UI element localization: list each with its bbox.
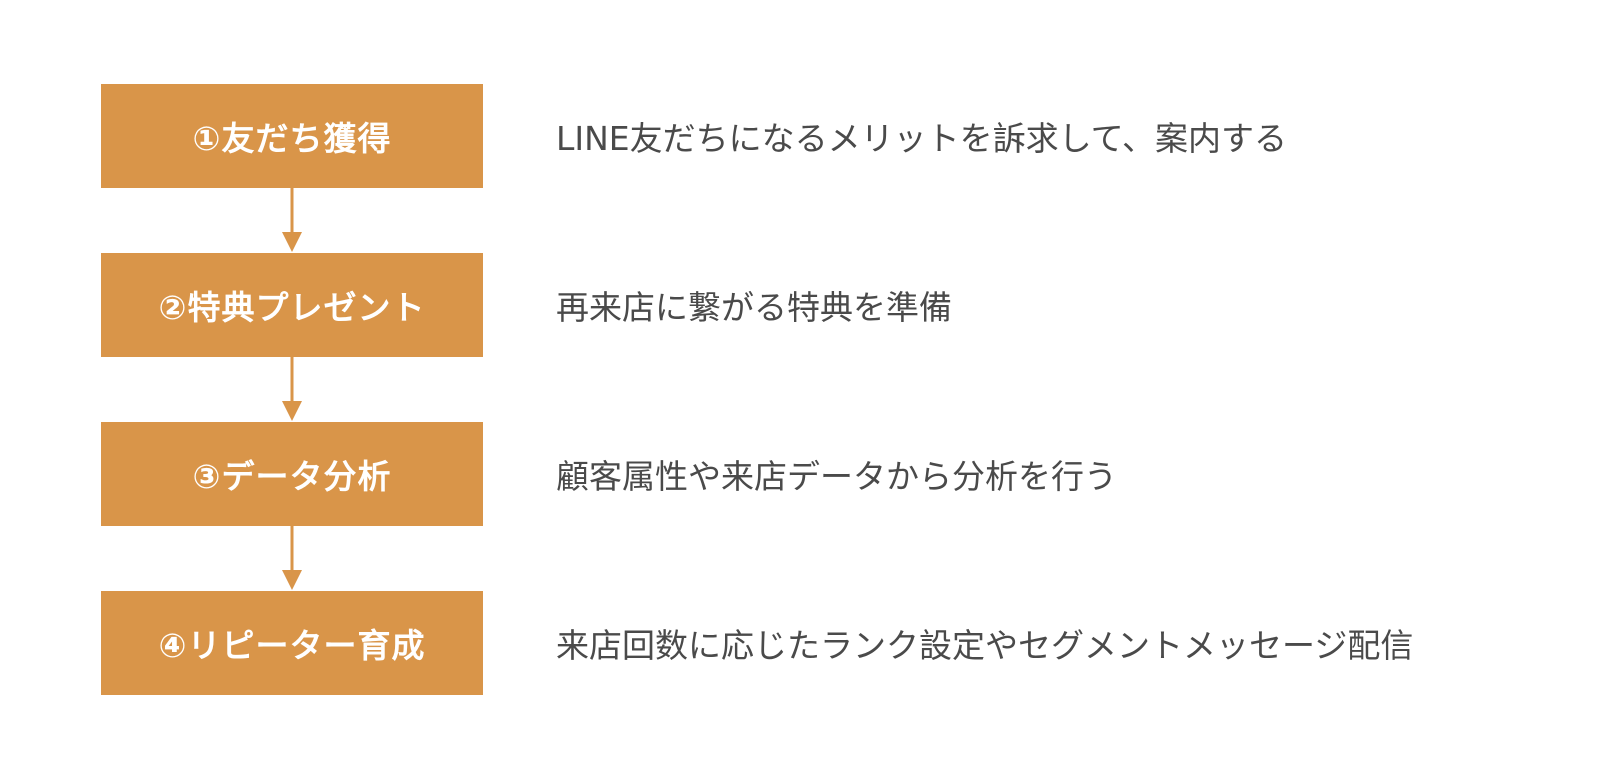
step-box-4: ④リピーター育成 — [101, 591, 483, 695]
step-box-3: ③データ分析 — [101, 422, 483, 526]
step-box-1: ①友だち獲得 — [101, 84, 483, 188]
step-description-4: 来店回数に応じたランク設定やセグメントメッセージ配信 — [556, 626, 1414, 665]
down-arrow-icon — [282, 357, 302, 421]
step-description-2: 再来店に繋がる特典を準備 — [556, 288, 952, 327]
step-description-3: 顧客属性や来店データから分析を行う — [556, 457, 1117, 496]
step-title-4: ④リピーター育成 — [158, 626, 426, 665]
step-box-2: ②特典プレゼント — [101, 253, 483, 357]
step-title-3: ③データ分析 — [192, 457, 392, 496]
down-arrow-icon — [282, 188, 302, 252]
step-title-1: ①友だち獲得 — [192, 119, 392, 158]
step-title-2: ②特典プレゼント — [158, 288, 426, 327]
step-description-1: LINE友だちになるメリットを訴求して、案内する — [556, 119, 1288, 158]
down-arrow-icon — [282, 526, 302, 590]
